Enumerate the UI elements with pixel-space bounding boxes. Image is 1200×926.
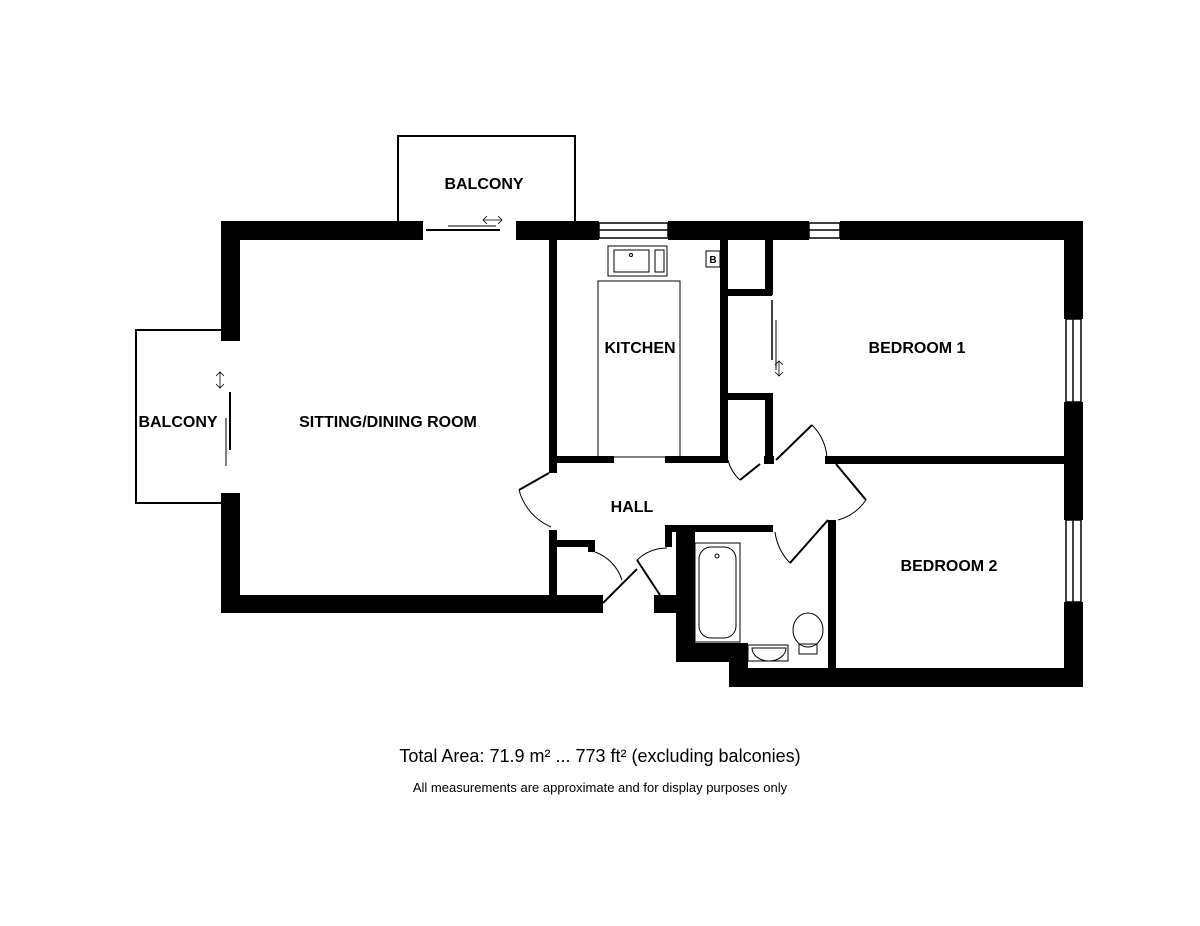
- door-swings: [518, 424, 867, 604]
- hall-label: HALL: [611, 499, 654, 516]
- balcony-top: [397, 135, 576, 222]
- bedroom2-label: BEDROOM 2: [901, 558, 998, 575]
- windows: [598, 222, 1082, 603]
- sitting-dining-label: SITTING/DINING ROOM: [299, 414, 477, 431]
- total-area-text: Total Area: 71.9 m² ... 773 ft² (excludi…: [399, 746, 801, 766]
- balcony-left: [135, 329, 222, 504]
- boiler-label: B: [709, 255, 716, 266]
- balcony-top-label: BALCONY: [444, 176, 523, 193]
- sliding-doors: [225, 225, 777, 466]
- kitchen-label: KITCHEN: [604, 340, 675, 357]
- disclaimer-text: All measurements are approximate and for…: [412, 780, 788, 795]
- kitchen-fittings: [597, 245, 721, 458]
- slide-arrows: [215, 215, 784, 389]
- walls: [221, 221, 1083, 687]
- bathroom-fittings: [694, 542, 824, 662]
- bedroom1-label: BEDROOM 1: [869, 340, 966, 357]
- balcony-left-label: BALCONY: [138, 414, 217, 431]
